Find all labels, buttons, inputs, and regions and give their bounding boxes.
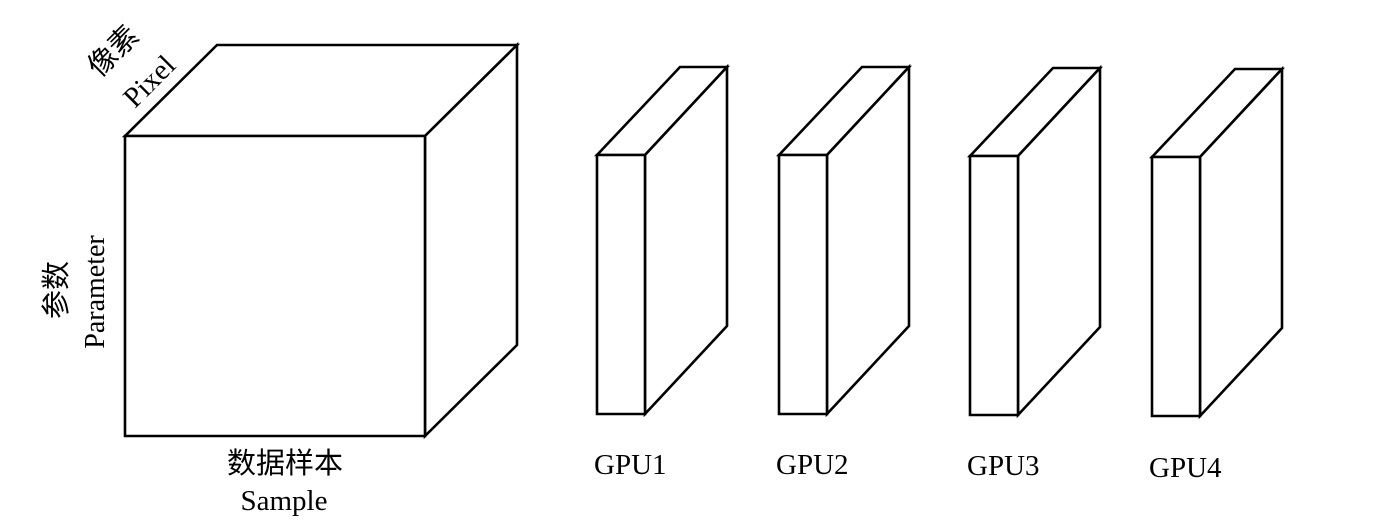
- cube-front-face: [123, 134, 427, 438]
- gpu-label: GPU2: [776, 449, 849, 481]
- gpu-slice-front-face: [595, 153, 647, 416]
- side-label-cn: 参数: [40, 261, 73, 319]
- gpu-label: GPU3: [967, 450, 1040, 482]
- gpu-slice-front-face: [968, 154, 1020, 417]
- gpu-label: GPU4: [1149, 452, 1222, 484]
- gpu-label: GPU1: [594, 449, 667, 481]
- gpu-slice-3: GPU3: [966, 64, 1103, 482]
- front-label-cn: 数据样本: [227, 447, 343, 480]
- gpu-slice-front-face: [777, 153, 829, 416]
- front-label-en: Sample: [241, 485, 328, 517]
- data-cube: [121, 41, 521, 440]
- gpu-slice-front-face: [1150, 155, 1202, 418]
- gpu-slice-4: GPU4: [1148, 65, 1285, 484]
- gpu-slice-2: GPU2: [775, 63, 912, 481]
- gpu-slice-1: GPU1: [593, 63, 730, 481]
- side-label-en: Parameter: [80, 235, 111, 349]
